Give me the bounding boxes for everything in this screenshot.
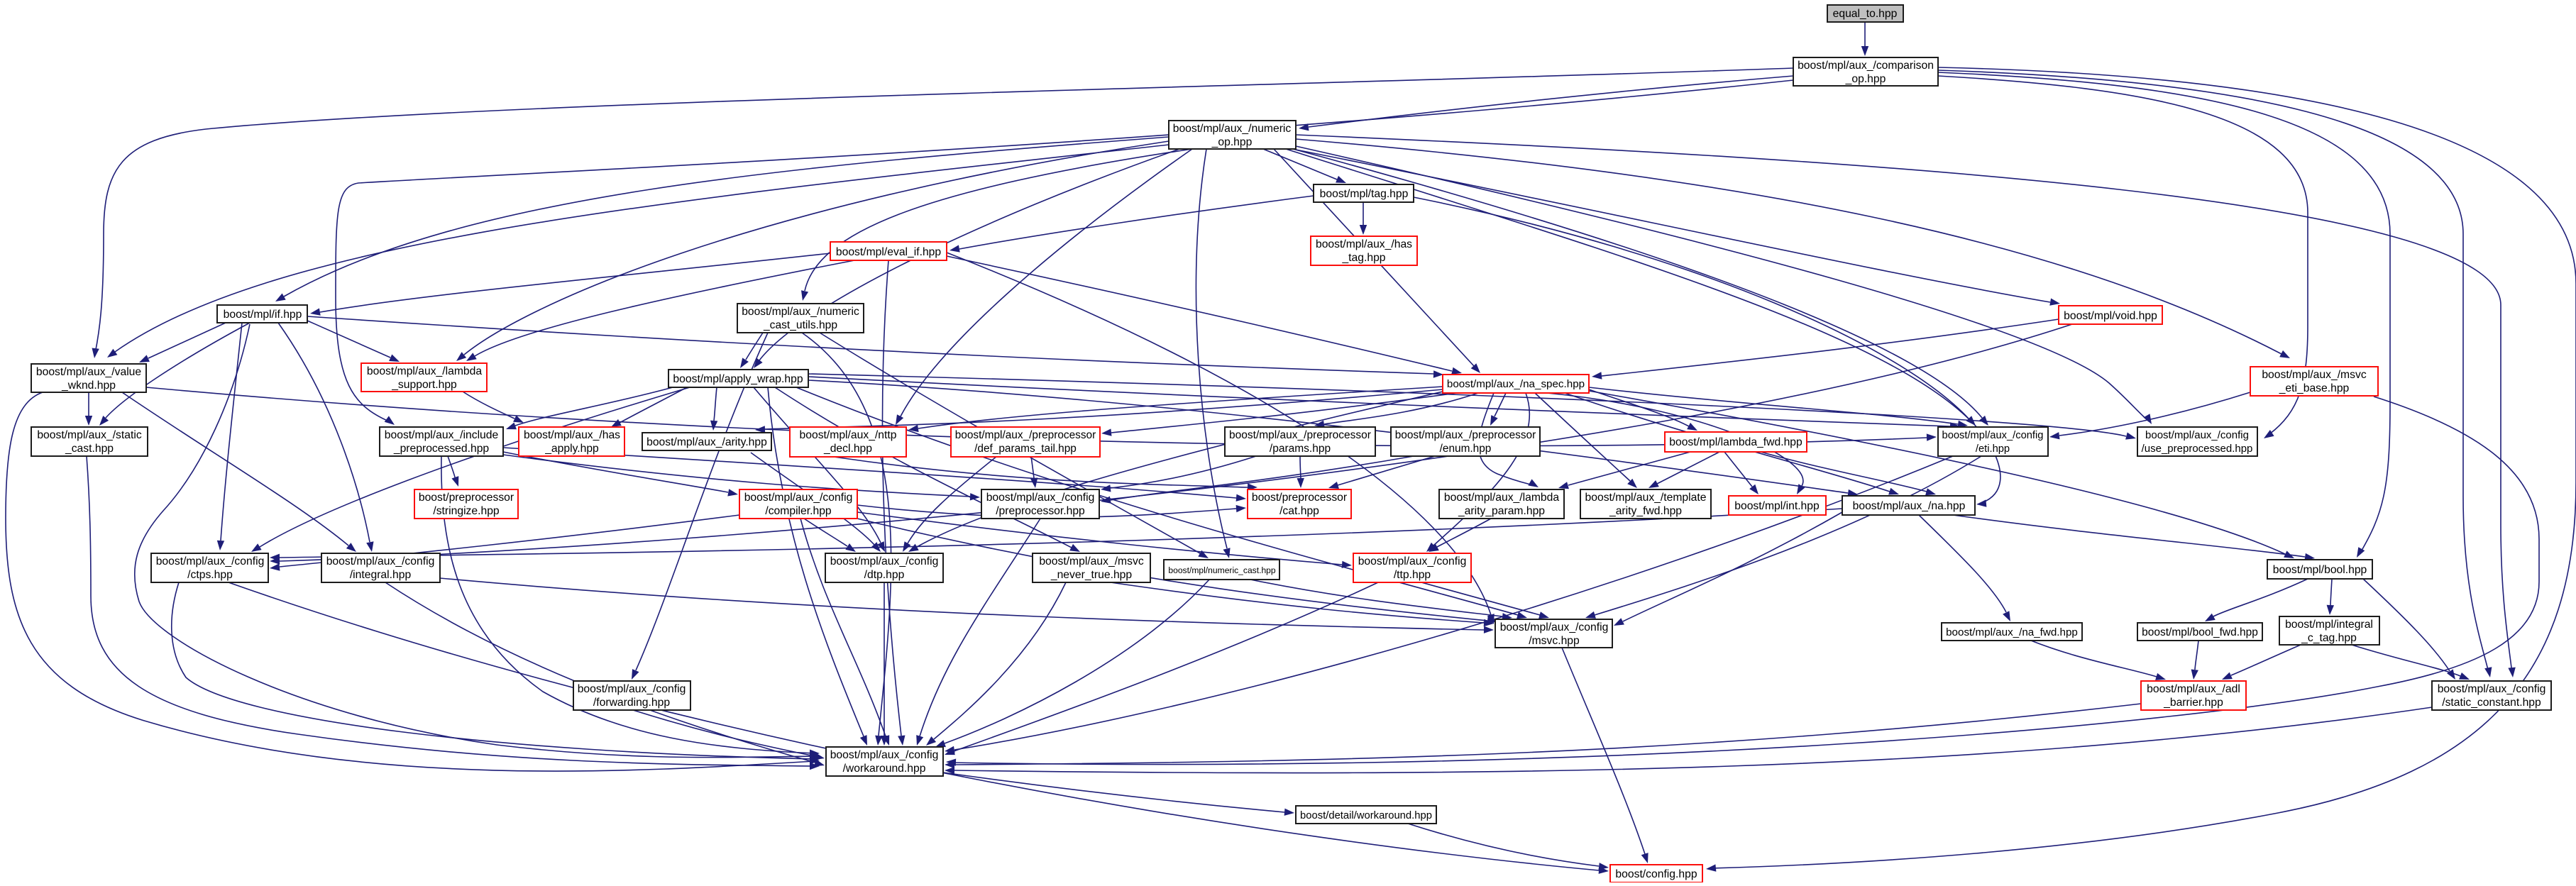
svg-text:boost/mpl/aux_/msvc: boost/mpl/aux_/msvc [1039, 555, 1144, 567]
svg-text:/enum.hpp: /enum.hpp [1440, 443, 1492, 455]
svg-text:/def_params_tail.hpp: /def_params_tail.hpp [974, 443, 1077, 455]
svg-text:/ttp.hpp: /ttp.hpp [1394, 569, 1431, 581]
svg-text:/static_constant.hpp: /static_constant.hpp [2442, 697, 2541, 709]
svg-text:_op.hpp: _op.hpp [1845, 73, 1886, 85]
svg-text:boost/mpl/aux_/include: boost/mpl/aux_/include [385, 429, 499, 441]
svg-text:boost/detail/workaround.hpp: boost/detail/workaround.hpp [1300, 810, 1432, 821]
svg-text:_tag.hpp: _tag.hpp [1341, 252, 1385, 264]
svg-text:/integral.hpp: /integral.hpp [350, 569, 412, 581]
svg-text:boost/mpl/eval_if.hpp: boost/mpl/eval_if.hpp [836, 246, 942, 258]
svg-text:boost/mpl/aux_/config: boost/mpl/aux_/config [744, 492, 853, 504]
svg-text:/workaround.hpp: /workaround.hpp [843, 763, 926, 775]
svg-text:boost/mpl/aux_/arity.hpp: boost/mpl/aux_/arity.hpp [646, 436, 767, 448]
svg-text:boost/mpl/lambda_fwd.hpp: boost/mpl/lambda_fwd.hpp [1669, 436, 1802, 448]
svg-text:boost/preprocessor: boost/preprocessor [419, 492, 514, 504]
svg-text:boost/mpl/aux_/config: boost/mpl/aux_/config [1500, 621, 1609, 633]
svg-text:_op.hpp: _op.hpp [1211, 136, 1253, 148]
svg-text:_arity_param.hpp: _arity_param.hpp [1458, 505, 1545, 517]
svg-text:boost/mpl/numeric_cast.hpp: boost/mpl/numeric_cast.hpp [1168, 565, 1276, 575]
svg-text:/cat.hpp: /cat.hpp [1279, 505, 1319, 517]
svg-text:boost/mpl/aux_/config: boost/mpl/aux_/config [1942, 430, 2044, 441]
svg-text:boost/mpl/aux_/na_fwd.hpp: boost/mpl/aux_/na_fwd.hpp [1946, 626, 2078, 638]
svg-text:boost/mpl/aux_/config: boost/mpl/aux_/config [2438, 683, 2546, 695]
svg-text:/ctps.hpp: /ctps.hpp [187, 569, 233, 581]
svg-text:/msvc.hpp: /msvc.hpp [1529, 635, 1580, 647]
svg-text:boost/mpl/aux_/config: boost/mpl/aux_/config [578, 683, 686, 695]
svg-text:boost/mpl/aux_/config: boost/mpl/aux_/config [156, 555, 265, 567]
svg-text:boost/mpl/aux_/nttp: boost/mpl/aux_/nttp [800, 429, 897, 441]
svg-text:boost/mpl/integral: boost/mpl/integral [2285, 619, 2373, 631]
svg-text:boost/mpl/aux_/lambda: boost/mpl/aux_/lambda [367, 365, 482, 377]
svg-text:boost/mpl/aux_/config: boost/mpl/aux_/config [1358, 555, 1467, 567]
svg-text:boost/mpl/bool.hpp: boost/mpl/bool.hpp [2273, 564, 2367, 576]
svg-text:boost/mpl/aux_/has: boost/mpl/aux_/has [524, 429, 620, 441]
svg-text:boost/mpl/aux_/na.hpp: boost/mpl/aux_/na.hpp [1853, 500, 1966, 512]
svg-text:boost/mpl/void.hpp: boost/mpl/void.hpp [2064, 310, 2157, 322]
svg-text:boost/mpl/aux_/config: boost/mpl/aux_/config [2145, 429, 2249, 441]
svg-text:boost/mpl/aux_/numeric: boost/mpl/aux_/numeric [1173, 123, 1292, 135]
svg-text:boost/mpl/aux_/comparison: boost/mpl/aux_/comparison [1798, 60, 1934, 72]
svg-text:boost/mpl/tag.hpp: boost/mpl/tag.hpp [1320, 188, 1409, 200]
svg-text:_arity_fwd.hpp: _arity_fwd.hpp [1609, 505, 1682, 517]
svg-text:boost/mpl/bool_fwd.hpp: boost/mpl/bool_fwd.hpp [2142, 626, 2258, 638]
svg-text:boost/mpl/aux_/value: boost/mpl/aux_/value [36, 366, 142, 378]
svg-text:boost/config.hpp: boost/config.hpp [1615, 868, 1697, 880]
svg-text:/params.hpp: /params.hpp [1270, 443, 1331, 455]
svg-text:boost/mpl/aux_/config: boost/mpl/aux_/config [830, 749, 939, 761]
svg-text:/use_preprocessed.hpp: /use_preprocessed.hpp [2142, 443, 2253, 455]
svg-text:boost/mpl/aux_/na_spec.hpp: boost/mpl/aux_/na_spec.hpp [1447, 378, 1585, 390]
svg-text:boost/mpl/aux_/has: boost/mpl/aux_/has [1316, 238, 1412, 250]
svg-text:/preprocessor.hpp: /preprocessor.hpp [996, 505, 1085, 517]
svg-text:_never_true.hpp: _never_true.hpp [1050, 569, 1133, 581]
svg-text:boost/mpl/aux_/adl: boost/mpl/aux_/adl [2147, 683, 2240, 695]
svg-text:_apply.hpp: _apply.hpp [544, 443, 599, 455]
svg-text:boost/mpl/aux_/msvc: boost/mpl/aux_/msvc [2262, 369, 2367, 381]
svg-text:boost/mpl/aux_/lambda: boost/mpl/aux_/lambda [1444, 492, 1559, 504]
svg-text:/compiler.hpp: /compiler.hpp [765, 505, 832, 517]
svg-text:boost/mpl/aux_/static: boost/mpl/aux_/static [37, 429, 142, 441]
svg-text:boost/mpl/aux_/template: boost/mpl/aux_/template [1585, 492, 1707, 504]
svg-text:/forwarding.hpp: /forwarding.hpp [593, 697, 670, 709]
svg-text:_wknd.hpp: _wknd.hpp [61, 380, 116, 392]
svg-text:/dtp.hpp: /dtp.hpp [864, 569, 905, 581]
svg-text:boost/mpl/aux_/preprocessor: boost/mpl/aux_/preprocessor [1229, 429, 1371, 441]
svg-text:_support.hpp: _support.hpp [391, 379, 457, 391]
svg-text:boost/mpl/aux_/config: boost/mpl/aux_/config [986, 492, 1095, 504]
svg-text:/eti.hpp: /eti.hpp [1976, 443, 2010, 455]
svg-text:_cast_utils.hpp: _cast_utils.hpp [763, 319, 837, 331]
svg-text:boost/preprocessor: boost/preprocessor [1252, 492, 1347, 504]
svg-text:boost/mpl/aux_/config: boost/mpl/aux_/config [326, 555, 435, 567]
svg-text:_cast.hpp: _cast.hpp [65, 443, 114, 455]
svg-text:boost/mpl/apply_wrap.hpp: boost/mpl/apply_wrap.hpp [673, 373, 803, 385]
svg-text:boost/mpl/if.hpp: boost/mpl/if.hpp [224, 309, 302, 321]
svg-text:_barrier.hpp: _barrier.hpp [2163, 697, 2223, 709]
svg-text:boost/mpl/aux_/preprocessor: boost/mpl/aux_/preprocessor [955, 429, 1096, 441]
svg-text:_eti_base.hpp: _eti_base.hpp [2279, 382, 2350, 394]
svg-text:/stringize.hpp: /stringize.hpp [433, 505, 500, 517]
svg-text:boost/mpl/aux_/preprocessor: boost/mpl/aux_/preprocessor [1395, 429, 1536, 441]
svg-text:boost/mpl/aux_/config: boost/mpl/aux_/config [830, 555, 939, 567]
svg-text:boost/mpl/aux_/numeric: boost/mpl/aux_/numeric [742, 306, 859, 318]
svg-text:_c_tag.hpp: _c_tag.hpp [2301, 632, 2357, 644]
svg-text:_decl.hpp: _decl.hpp [823, 443, 872, 455]
svg-text:boost/mpl/int.hpp: boost/mpl/int.hpp [1734, 500, 1820, 512]
svg-text:_preprocessed.hpp: _preprocessed.hpp [393, 443, 490, 455]
svg-text:equal_to.hpp: equal_to.hpp [1833, 8, 1898, 20]
